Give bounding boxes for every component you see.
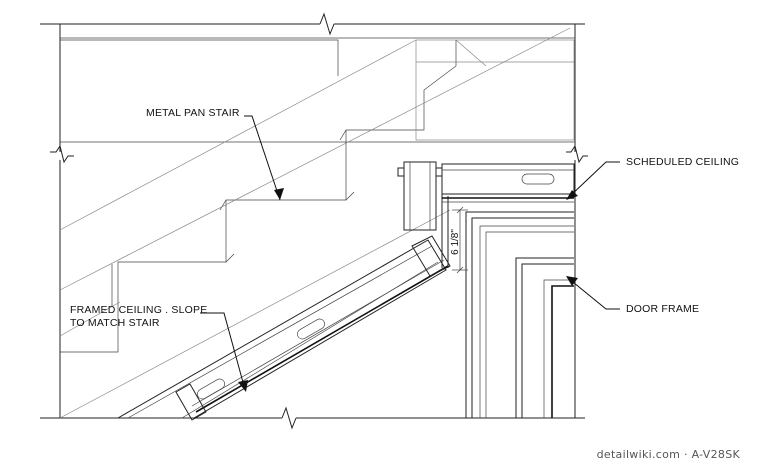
label-framed-ceiling-line2: TO MATCH STAIR (70, 317, 160, 329)
door-frame (465, 211, 574, 418)
label-metal-pan-stair: METAL PAN STAIR (146, 107, 240, 119)
annotation-scheduled-ceiling: SCHEDULED CEILING (566, 156, 739, 200)
vertical-dimension: 6 1/8" (450, 206, 468, 274)
metal-pan-stair (60, 39, 575, 353)
annotation-metal-pan-stair: METAL PAN STAIR (146, 107, 284, 201)
watermark-text: detailwiki.com · A-V28SK (597, 448, 741, 461)
stair-slope-lines (59, 27, 571, 419)
annotation-framed-ceiling: FRAMED CEILING . SLOPE TO MATCH STAIR (70, 304, 248, 392)
label-scheduled-ceiling: SCHEDULED CEILING (626, 156, 739, 168)
label-door-frame: DOOR FRAME (626, 303, 699, 315)
label-framed-ceiling-line1: FRAMED CEILING . SLOPE (70, 304, 207, 316)
boundary-lines (40, 12, 588, 430)
dimension-text: 6 1/8" (450, 229, 461, 255)
scheduled-ceiling (441, 163, 575, 203)
framed-sloped-ceiling (116, 235, 451, 421)
upper-landing (60, 37, 575, 143)
annotation-door-frame: DOOR FRAME (566, 276, 699, 315)
